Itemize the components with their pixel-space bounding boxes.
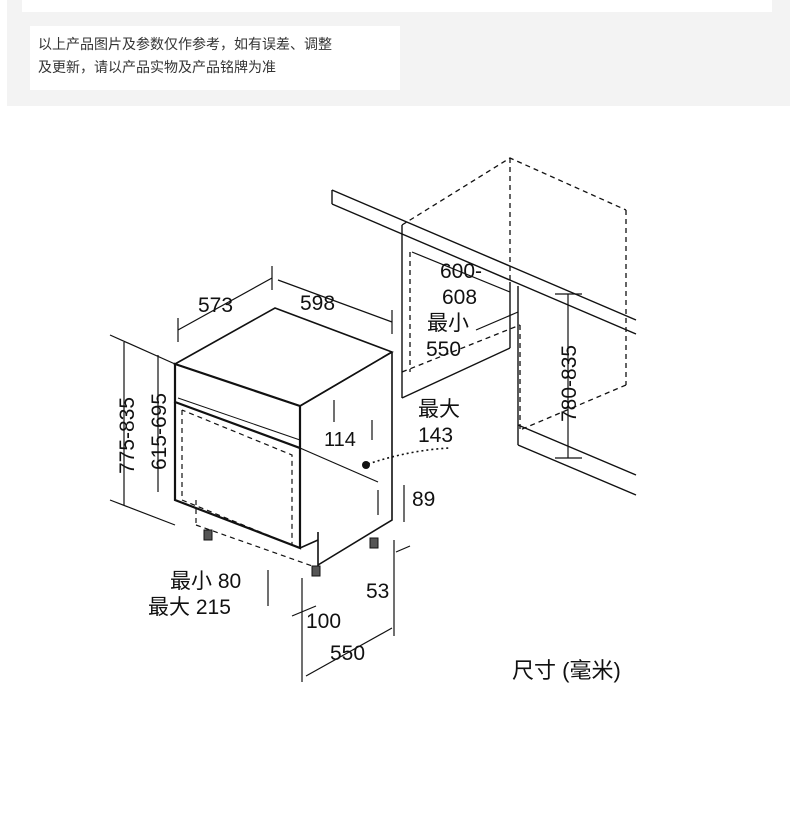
dishwasher-body [173,307,394,567]
dim-niche-width-2: 608 [442,286,477,309]
dim-height-body: 615-695 [148,393,171,470]
dim-width-top: 598 [300,292,335,315]
dim-foot-100: 100 [306,610,341,633]
dimension-lines [109,251,582,682]
notice-line-1: 以上产品图片及参数仅作参考，如有误差、调整 [38,37,332,53]
dim-plinth: 89 [412,488,435,511]
reference-point [362,461,370,469]
dim-foot-53: 53 [366,580,389,603]
dim-niche-min-label: 最小 [427,312,469,335]
dotted-leader [367,447,451,465]
top-strip [22,0,772,12]
dim-height-total: 775-835 [116,397,139,474]
dim-depth-bottom: 550 [330,642,365,665]
dim-max-label: 最大 [418,398,460,421]
dim-max-215: 最大 215 [148,596,231,619]
dim-niche-min-value: 550 [426,338,461,361]
dim-niche-width-1: 600- [440,260,482,283]
dim-panel-offset: 114 [324,429,356,451]
dim-max-value: 143 [418,424,453,447]
niche-outline [331,189,637,496]
disclaimer-notice: 以上产品图片及参数仅作参考，如有误差、调整 及更新，请以产品实物及产品铭牌为准 [30,26,400,90]
dim-min-80: 最小 80 [170,570,241,593]
notice-line-2: 及更新，请以产品实物及产品铭牌为准 [38,60,276,76]
dim-niche-height: 780-835 [558,345,581,422]
feet [203,529,379,577]
niche-dashed [401,157,627,431]
unit-label: 尺寸 (毫米) [512,658,621,683]
dim-depth-top: 573 [198,294,233,317]
door-dashed-outline [181,409,319,569]
